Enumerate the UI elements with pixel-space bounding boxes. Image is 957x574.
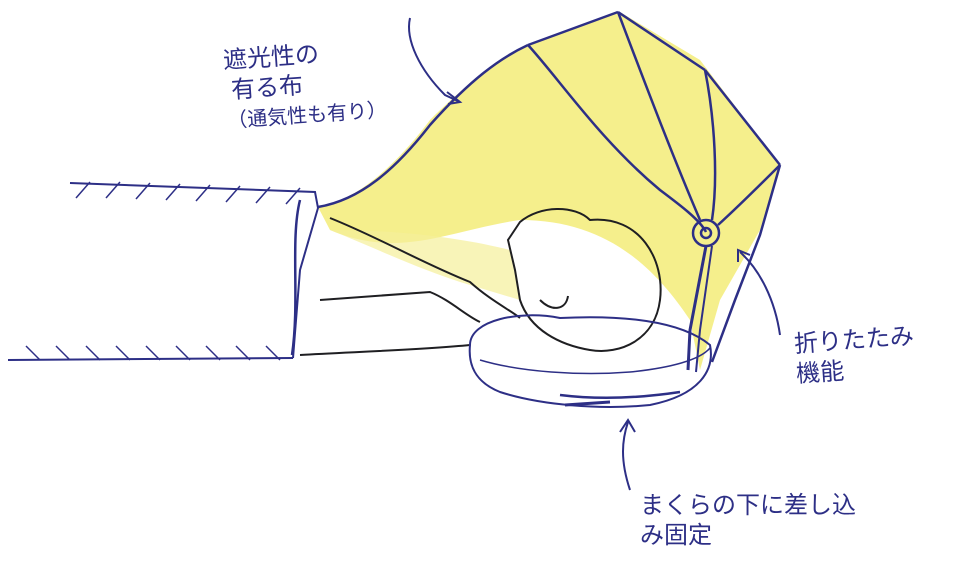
canopy-frame bbox=[317, 10, 782, 373]
annotation-canopy-fabric: 遮光性の 有る布 （通気性も有り） bbox=[222, 35, 388, 136]
arrow-to-hinge bbox=[739, 251, 781, 336]
annotation-line: み固定 bbox=[640, 521, 712, 549]
annotation-folding: 折りたたみ 機能 bbox=[793, 321, 917, 389]
arrow-to-pillow bbox=[622, 421, 631, 491]
annotation-pillow-fix: まくらの下に差し込 み固定 bbox=[640, 490, 856, 550]
annotation-line: まくらの下に差し込 bbox=[640, 491, 856, 519]
pillow bbox=[468, 314, 712, 408]
callout-arrows bbox=[408, 17, 781, 491]
bed bbox=[7, 181, 320, 361]
arrow-to-fabric bbox=[408, 17, 461, 103]
canopy-fabric bbox=[318, 12, 780, 370]
person bbox=[299, 208, 662, 356]
